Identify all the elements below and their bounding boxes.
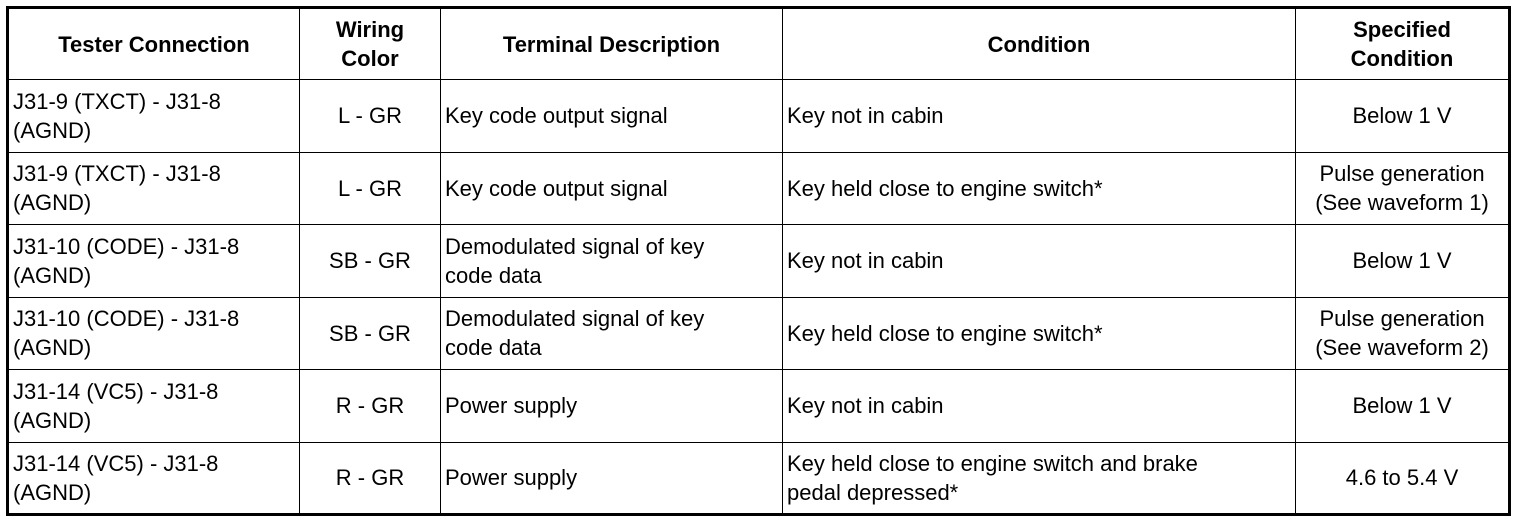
cell-specified-condition: Below 1 V — [1295, 224, 1510, 298]
cell-condition: Key held close to engine switch and brak… — [782, 441, 1296, 515]
cell-tester-connection: J31-10 (CODE) - J31-8 (AGND) — [7, 296, 300, 370]
cell-wiring-color: SB - GR — [299, 224, 441, 298]
cell-specified-condition: Below 1 V — [1295, 79, 1510, 153]
cell-condition: Key held close to engine switch* — [782, 296, 1296, 370]
cell-tester-connection: J31-14 (VC5) - J31-8 (AGND) — [7, 369, 300, 443]
cell-condition: Key not in cabin — [782, 369, 1296, 443]
cell-wiring-color: R - GR — [299, 369, 441, 443]
header-terminal-description: Terminal Description — [440, 7, 783, 80]
terminal-inspection-table: Tester Connection Wiring Color Terminal … — [6, 6, 1511, 516]
cell-terminal-description: Demodulated signal of key code data — [440, 296, 783, 370]
table-row: J31-9 (TXCT) - J31-8 (AGND) L - GR Key c… — [7, 151, 1510, 225]
table-row: J31-10 (CODE) - J31-8 (AGND) SB - GR Dem… — [7, 296, 1510, 370]
cell-tester-connection: J31-10 (CODE) - J31-8 (AGND) — [7, 224, 300, 298]
table-body: J31-9 (TXCT) - J31-8 (AGND) L - GR Key c… — [7, 79, 1510, 515]
cell-specified-condition: 4.6 to 5.4 V — [1295, 441, 1510, 515]
table-row: J31-10 (CODE) - J31-8 (AGND) SB - GR Dem… — [7, 224, 1510, 298]
cell-terminal-description: Power supply — [440, 369, 783, 443]
cell-wiring-color: L - GR — [299, 79, 441, 153]
header-row: Tester Connection Wiring Color Terminal … — [7, 7, 1510, 80]
cell-condition: Key not in cabin — [782, 79, 1296, 153]
cell-terminal-description: Demodulated signal of key code data — [440, 224, 783, 298]
cell-tester-connection: J31-14 (VC5) - J31-8 (AGND) — [7, 441, 300, 515]
cell-specified-condition: Pulse generation (See waveform 1) — [1295, 151, 1510, 225]
header-tester-connection: Tester Connection — [7, 7, 300, 80]
cell-condition: Key held close to engine switch* — [782, 151, 1296, 225]
cell-wiring-color: SB - GR — [299, 296, 441, 370]
cell-condition: Key not in cabin — [782, 224, 1296, 298]
table-row: J31-14 (VC5) - J31-8 (AGND) R - GR Power… — [7, 441, 1510, 515]
cell-terminal-description: Key code output signal — [440, 151, 783, 225]
cell-wiring-color: R - GR — [299, 441, 441, 515]
cell-terminal-description: Power supply — [440, 441, 783, 515]
header-specified-condition: Specified Condition — [1295, 7, 1510, 80]
document-page: Tester Connection Wiring Color Terminal … — [6, 6, 1511, 516]
table-header: Tester Connection Wiring Color Terminal … — [7, 7, 1510, 80]
cell-wiring-color: L - GR — [299, 151, 441, 225]
cell-tester-connection: J31-9 (TXCT) - J31-8 (AGND) — [7, 151, 300, 225]
header-wiring-color: Wiring Color — [299, 7, 441, 80]
header-condition: Condition — [782, 7, 1296, 80]
cell-tester-connection: J31-9 (TXCT) - J31-8 (AGND) — [7, 79, 300, 153]
table-row: J31-14 (VC5) - J31-8 (AGND) R - GR Power… — [7, 369, 1510, 443]
table-row: J31-9 (TXCT) - J31-8 (AGND) L - GR Key c… — [7, 79, 1510, 153]
cell-specified-condition: Below 1 V — [1295, 369, 1510, 443]
cell-terminal-description: Key code output signal — [440, 79, 783, 153]
cell-specified-condition: Pulse generation (See waveform 2) — [1295, 296, 1510, 370]
